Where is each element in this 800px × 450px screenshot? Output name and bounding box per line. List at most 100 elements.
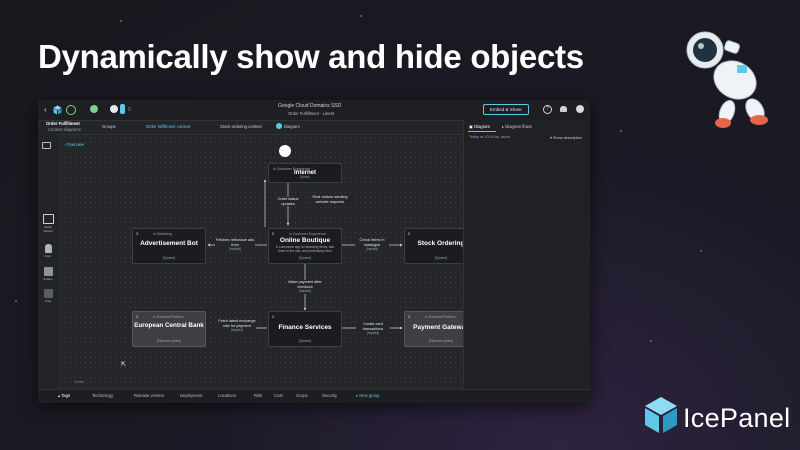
new-group-label: New group — [359, 393, 380, 398]
background-star — [15, 300, 17, 302]
comment-icon[interactable] — [42, 142, 51, 149]
tag-group-locations[interactable]: Locations — [218, 393, 236, 398]
label-text: Fetch latest exchange rate for payment — [218, 319, 256, 328]
node-finance-services[interactable]: 2 Finance Services [System] — [268, 311, 342, 347]
node-european-central-bank[interactable]: 3 in External Partners European Central … — [132, 311, 206, 347]
tag-group-scope[interactable]: Scope — [296, 393, 308, 398]
tags-label: Tags — [61, 393, 71, 398]
astronaut-mascot — [686, 31, 768, 128]
tab-diagram-label: Diagram — [474, 124, 490, 129]
user-group-icon[interactable] — [90, 105, 98, 113]
implied-tag: [Implied] — [298, 289, 312, 293]
node-internet[interactable]: in Customer Experience Internet [Actor] — [268, 163, 342, 183]
label-text: Create card transactions — [362, 322, 384, 331]
label-check-items[interactable]: Check items in catalogue[Implied] — [355, 238, 389, 252]
system-label: System — [43, 277, 53, 281]
count-badge: 0 — [128, 107, 131, 113]
node-count: 3 — [136, 314, 139, 319]
show-description-button[interactable]: ▾ Show description — [550, 136, 582, 140]
tag-group-release-version[interactable]: Release version — [134, 393, 165, 398]
implied-tag: [Implied] — [365, 247, 379, 251]
node-type: [Actor] — [300, 175, 310, 179]
implied-tag: [Implied] — [366, 331, 380, 335]
node-name: Internet — [293, 170, 316, 176]
icepanel-logo-icon — [645, 397, 677, 433]
model-objects-button[interactable]: Model Objects — [41, 214, 55, 233]
background-star — [360, 15, 362, 17]
diagram-button[interactable]: Diagram — [284, 124, 300, 129]
tag-group-risk[interactable]: Risk — [254, 393, 263, 398]
implied-tag: [Implied] — [230, 328, 244, 332]
area-tool[interactable]: Area — [41, 289, 55, 303]
background-star — [120, 20, 122, 22]
system-icon — [43, 267, 53, 276]
tag-group-deployment[interactable]: Deployment — [180, 393, 203, 398]
left-toolbar: Model Objects Actor System Area — [38, 134, 58, 390]
groups-dropdown[interactable]: Groups — [102, 124, 116, 129]
tag-group-technology[interactable]: Technology — [92, 393, 114, 398]
plus-icon[interactable] — [276, 123, 282, 129]
tab-diagram-flows[interactable]: ▸ Diagram flows — [502, 124, 532, 129]
eye-icon[interactable] — [66, 105, 76, 115]
embed-share-button[interactable]: Embed & Share — [483, 104, 529, 115]
tag-group-cost[interactable]: Cost — [274, 393, 283, 398]
node-type: [System] — [298, 256, 312, 260]
app-logo-icon[interactable] — [53, 105, 62, 115]
page-headline: Dynamically show and hide objects — [38, 38, 584, 75]
node-online-boutique[interactable]: 5 in Customer Experience Online Boutique… — [268, 228, 342, 264]
node-name: Online Boutique — [279, 237, 331, 244]
account-avatar-icon[interactable] — [576, 105, 584, 113]
icepanel-wordmark: IcePanel — [683, 403, 791, 433]
last-edited-timestamp: Today at 10:24 by Jacob — [469, 135, 511, 139]
label-real-visitors[interactable]: Real visitors sending website requests — [308, 195, 352, 204]
node-name: Payment Gateway — [413, 324, 469, 331]
right-panel: ▣ Diagram ▸ Diagram flows Today at 10:24… — [463, 120, 590, 390]
node-name: Advertisement Bot — [140, 240, 198, 247]
actor-label: Actor — [44, 254, 52, 258]
model-objects-label: Model Objects — [43, 225, 53, 233]
back-icon[interactable]: ‹ — [44, 105, 47, 114]
hierarchy-icon — [42, 214, 54, 224]
new-group-button[interactable]: ▸ New group — [356, 393, 380, 398]
node-name: Stock Ordering — [417, 240, 465, 247]
overview-label: Overview — [66, 142, 85, 147]
actor-tool[interactable]: Actor — [41, 244, 55, 258]
domain-title[interactable]: Google Cloud Domains SSD — [278, 103, 342, 109]
label-fetch-rate[interactable]: Fetch latest exchange rate for payment[I… — [218, 319, 256, 333]
background-star — [650, 340, 652, 342]
tab-stock-ordering-context[interactable]: Stock ordering context — [220, 124, 262, 129]
tab-underline — [468, 131, 496, 132]
label-fetch-ads[interactable]: Fetches relevance ads from[Implied] — [215, 238, 255, 252]
node-type: [System] — [434, 256, 448, 260]
label-create-card[interactable]: Create card transactions[Implied] — [356, 322, 390, 336]
help-icon[interactable]: ? — [543, 105, 552, 114]
system-tool[interactable]: System — [41, 267, 55, 281]
tags-toggle[interactable]: ▴ Tags — [58, 393, 71, 398]
add-user-icon[interactable] — [560, 106, 567, 112]
node-tag: in Marketing — [153, 232, 173, 236]
node-count: 5 — [408, 231, 411, 236]
node-count: 3 — [136, 231, 139, 236]
node-count: 5 — [272, 231, 275, 236]
tab-order-fulfillment-context[interactable]: Order fulfillment context — [146, 124, 191, 129]
node-type: [System] — [162, 256, 176, 260]
share-toggle-icon[interactable] — [110, 105, 118, 113]
tab-flows-label: Diagram flows — [505, 124, 532, 129]
node-tag: in External Partners — [425, 315, 456, 319]
label-text: Check items in catalogue — [359, 238, 385, 247]
label-make-payment[interactable]: Make payment after checkout[Implied] — [288, 280, 322, 294]
version-selector[interactable]: Order Fulfillment · Latest — [288, 111, 335, 116]
diagram-canvas[interactable]: ‹ Overview Order status updates Real vis… — [58, 135, 478, 390]
app-window: ‹ 0 Google Cloud Domains SSD Order Fulfi… — [38, 100, 590, 403]
node-advertisement-bot[interactable]: 3 in Marketing Advertisement Bot [System… — [132, 228, 206, 264]
tab-diagram[interactable]: ▣ Diagram — [469, 124, 490, 129]
label-order-status[interactable]: Order status updates — [271, 197, 305, 206]
overview-link[interactable]: ‹ Overview — [64, 142, 85, 147]
diagram-subbar: Order Fulfillment Context diagrams Group… — [38, 120, 590, 135]
actor-icon — [44, 244, 52, 253]
tag-group-security[interactable]: Security — [322, 393, 338, 398]
label-text: Make payment after checkout — [288, 280, 322, 289]
node-tag: in Customer Experience — [289, 232, 327, 236]
diagram-title[interactable]: Order Fulfillment — [46, 121, 80, 126]
node-type: [System] — [298, 339, 312, 343]
